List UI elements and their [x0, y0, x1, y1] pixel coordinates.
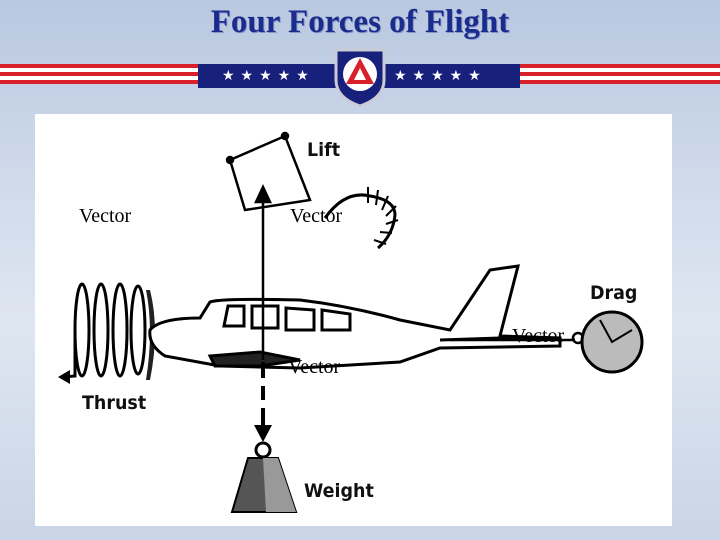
vector-label-weight: Vector — [288, 356, 341, 378]
thrust-spiral — [61, 282, 147, 379]
drag-parachute — [580, 310, 644, 374]
vector-label-left: Vector — [79, 205, 132, 227]
thrust-label: Thrust — [82, 392, 147, 414]
slide-title: Four Forces of Flight — [210, 4, 510, 40]
lift-ties — [367, 187, 399, 245]
weight-label: Weight — [304, 480, 374, 502]
weight-vector — [254, 362, 272, 442]
thrust-arrowhead — [58, 370, 70, 384]
weight-block — [230, 441, 298, 513]
stars-right-icon: ★★★★★ — [394, 68, 487, 84]
drag-label: Drag — [590, 282, 638, 304]
vector-label-lift: Vector — [290, 205, 343, 227]
cap-emblem-icon — [334, 48, 386, 108]
stars-left-icon: ★★★★★ — [222, 68, 315, 84]
vector-label-drag: Vector — [512, 325, 565, 347]
lift-label: Lift — [307, 139, 341, 161]
airplane — [148, 264, 562, 370]
